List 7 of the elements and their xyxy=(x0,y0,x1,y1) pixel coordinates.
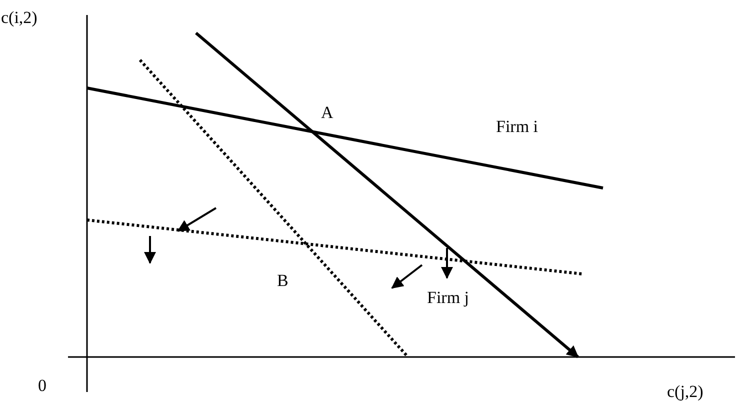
curve-label: Firm i xyxy=(496,118,538,135)
axis-label: c(j,2) xyxy=(667,383,704,400)
origin-label: 0 xyxy=(38,377,46,394)
point-label: A xyxy=(321,104,334,121)
point-label: B xyxy=(277,272,288,289)
curve-label: Firm j xyxy=(427,289,470,306)
axis-label: c(i,2) xyxy=(1,9,38,26)
